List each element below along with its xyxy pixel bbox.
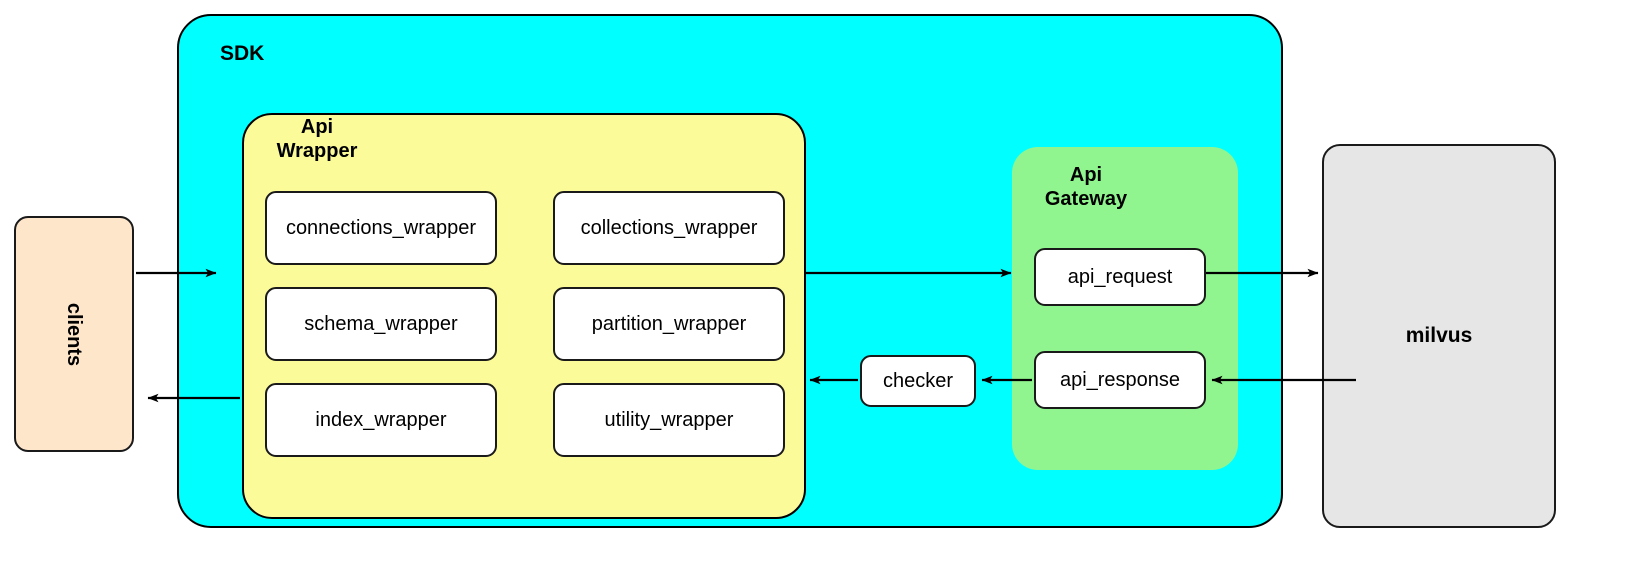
group-api-gateway-label: Api Gateway [1044, 164, 1128, 210]
node-api-response[interactable]: api_response [1034, 351, 1206, 409]
node-milvus[interactable]: milvus [1322, 144, 1556, 528]
node-partition-wrapper[interactable]: partition_wrapper [553, 287, 785, 361]
node-index-wrapper[interactable]: index_wrapper [265, 383, 497, 457]
node-utility-wrapper[interactable]: utility_wrapper [553, 383, 785, 457]
node-connections-wrapper[interactable]: connections_wrapper [265, 191, 497, 265]
group-api-gateway [1012, 147, 1238, 470]
node-milvus-label: milvus [1405, 324, 1473, 347]
group-sdk-label: SDK [220, 42, 265, 65]
node-schema-wrapper[interactable]: schema_wrapper [265, 287, 497, 361]
node-checker[interactable]: checker [860, 355, 976, 407]
node-collections-wrapper[interactable]: collections_wrapper [553, 191, 785, 265]
group-api-wrapper-label: Api Wrapper [276, 116, 358, 162]
node-api-request[interactable]: api_request [1034, 248, 1206, 306]
node-clients[interactable]: clients [14, 216, 134, 452]
node-clients-label: clients [63, 302, 86, 366]
